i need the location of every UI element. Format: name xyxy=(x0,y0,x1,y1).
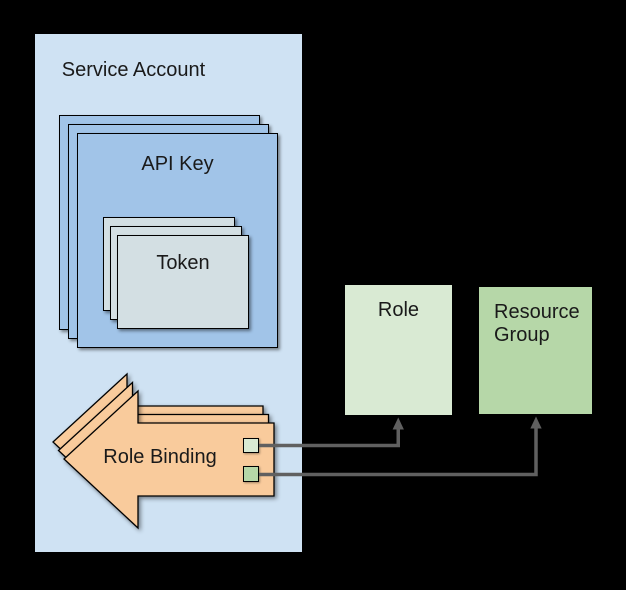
service-account-label: Service Account xyxy=(61,59,206,81)
role-box: Role xyxy=(344,284,453,416)
role-binding-label: Role Binding xyxy=(103,446,217,468)
token-label: Token xyxy=(156,252,210,274)
role-connector-arrowhead-icon xyxy=(392,417,404,430)
resource-group-label: Resource Group xyxy=(494,301,580,346)
api-key-label: API Key xyxy=(141,153,214,175)
resource-group-box: Resource Group xyxy=(478,286,593,415)
token-card: Token xyxy=(117,235,249,329)
resource-group-connector-arrowhead-icon xyxy=(530,416,542,429)
role-binding-resource-group-port xyxy=(243,466,259,482)
role-label: Role xyxy=(377,299,420,321)
role-binding-role-port xyxy=(243,438,259,453)
